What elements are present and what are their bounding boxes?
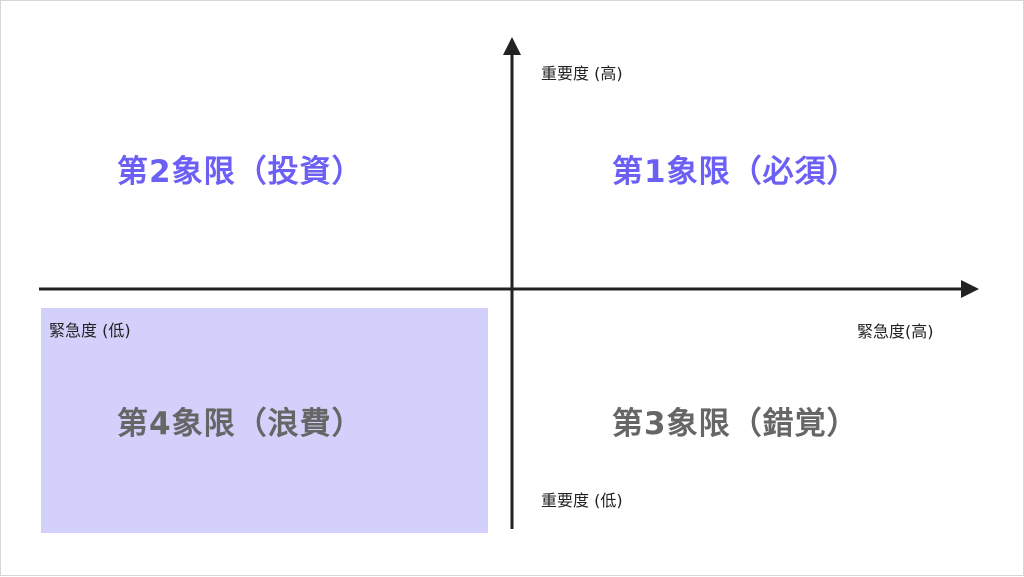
- quadrant-2-title: 第2象限（投資）: [117, 154, 364, 190]
- quadrant-3-title: 第3象限（錯覚）: [612, 406, 859, 442]
- quadrant-1-title: 第1象限（必須）: [612, 154, 859, 190]
- x-axis-low-label: 緊急度 (低): [49, 321, 131, 340]
- quadrant-4-title: 第4象限（浪費）: [117, 406, 364, 442]
- x-axis-arrow: [961, 280, 979, 298]
- y-axis-high-label: 重要度 (高): [541, 64, 623, 83]
- y-axis-low-label: 重要度 (低): [541, 491, 623, 510]
- quadrant-4-highlight: [41, 308, 488, 533]
- y-axis-arrow: [503, 37, 521, 55]
- x-axis-high-label: 緊急度(高): [857, 322, 934, 341]
